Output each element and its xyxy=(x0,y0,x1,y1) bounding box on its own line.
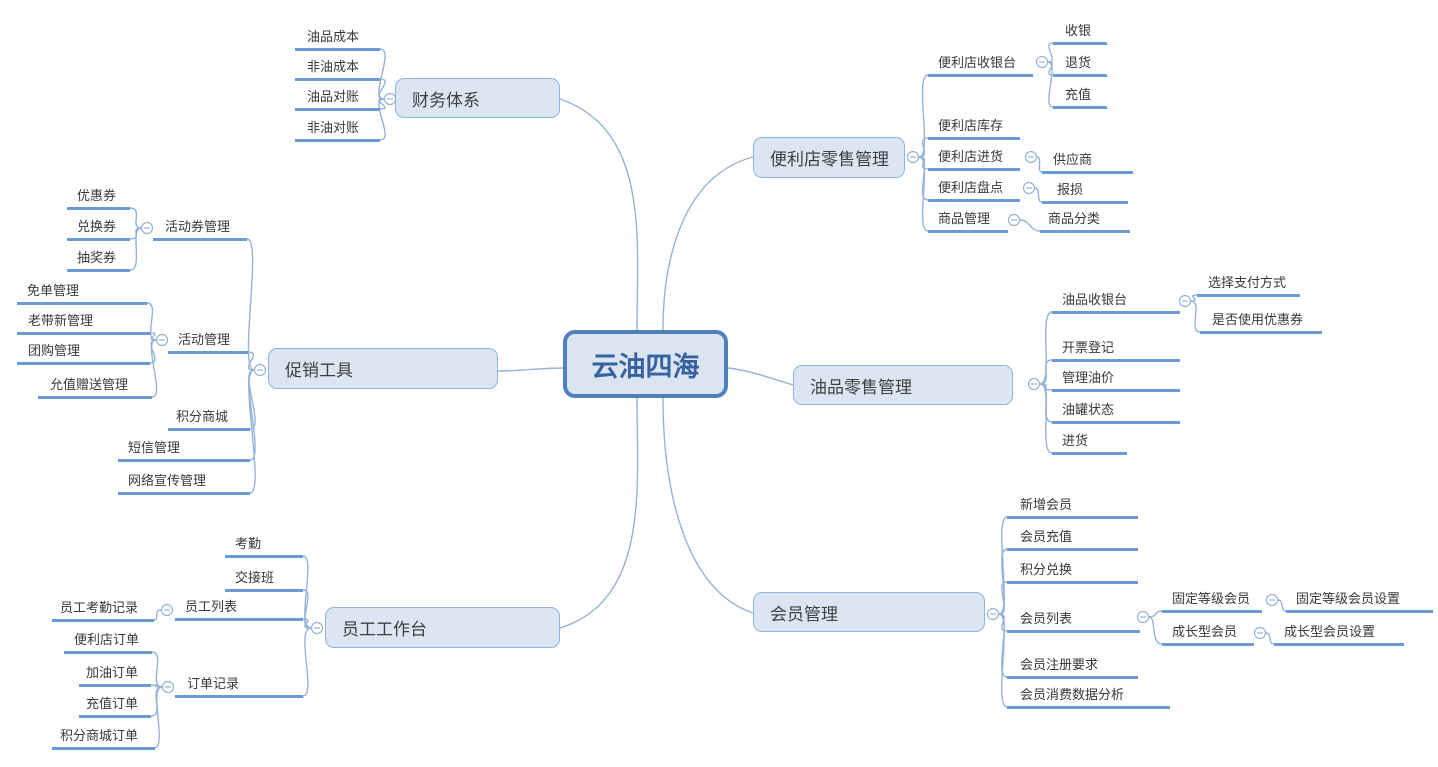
node-loss-report[interactable]: 报损 xyxy=(1042,182,1128,204)
minus-circle-icon[interactable] xyxy=(253,363,267,377)
branch-store-retail-mgmt[interactable]: 便利店零售管理 xyxy=(753,137,905,178)
node-add-member[interactable]: 新增会员 xyxy=(1007,497,1138,519)
node-suppliers[interactable]: 供应商 xyxy=(1042,152,1133,174)
node-discount-coupon[interactable]: 优惠券 xyxy=(67,188,130,210)
node-invoice-registration[interactable]: 开票登记 xyxy=(1052,340,1180,362)
node-store-stocktaking[interactable]: 便利店盘点 xyxy=(928,180,1020,202)
node-growth-member[interactable]: 成长型会员 xyxy=(1162,624,1254,646)
minus-circle-icon[interactable] xyxy=(1024,150,1038,164)
node-use-coupon[interactable]: 是否使用优惠券 xyxy=(1200,312,1322,334)
node-fixed-level-member[interactable]: 固定等级会员 xyxy=(1162,591,1262,613)
minus-circle-icon[interactable] xyxy=(310,621,324,635)
node-store-purchasing[interactable]: 便利店进货 xyxy=(928,149,1020,171)
node-member-list[interactable]: 会员列表 xyxy=(1007,611,1140,633)
minus-circle-icon[interactable] xyxy=(1178,294,1192,308)
node-sms-mgmt[interactable]: 短信管理 xyxy=(118,440,250,462)
minus-circle-icon[interactable] xyxy=(1035,55,1049,69)
node-purchasing[interactable]: 进货 xyxy=(1052,433,1127,455)
branch-oil-retail-mgmt[interactable]: 油品零售管理 xyxy=(793,365,1013,405)
branch-finance-system[interactable]: 财务体系 xyxy=(395,78,560,118)
node-lottery-coupon[interactable]: 抽奖券 xyxy=(67,250,130,272)
node-store-checkout[interactable]: 便利店收银台 xyxy=(928,55,1033,77)
node-returns[interactable]: 退货 xyxy=(1053,55,1107,77)
node-member-registration-requirements[interactable]: 会员注册要求 xyxy=(1007,657,1138,679)
node-cashier[interactable]: 收银 xyxy=(1053,23,1107,45)
node-tank-status[interactable]: 油罐状态 xyxy=(1052,402,1180,424)
central-topic[interactable]: 云油四海 xyxy=(563,330,728,398)
minus-circle-icon[interactable] xyxy=(161,680,175,694)
node-recharge[interactable]: 充值 xyxy=(1053,87,1107,109)
node-product-categories[interactable]: 商品分类 xyxy=(1040,211,1130,233)
branch-staff-workbench[interactable]: 员工工作台 xyxy=(325,607,560,648)
minus-circle-icon[interactable] xyxy=(1253,626,1267,640)
collapse-icons xyxy=(140,55,1279,694)
minus-circle-icon[interactable] xyxy=(1265,593,1279,607)
minus-circle-icon[interactable] xyxy=(1022,181,1036,195)
node-exchange-coupon[interactable]: 兑换券 xyxy=(67,219,130,241)
node-points-mall-orders[interactable]: 积分商城订单 xyxy=(52,728,155,750)
node-shift-handover[interactable]: 交接班 xyxy=(225,570,303,592)
node-recharge-orders[interactable]: 充值订单 xyxy=(79,696,151,718)
node-growth-member-settings[interactable]: 成长型会员设置 xyxy=(1274,624,1404,646)
node-staff-attendance-records[interactable]: 员工考勤记录 xyxy=(52,600,154,622)
node-staff-list[interactable]: 员工列表 xyxy=(175,599,303,621)
node-oil-cost[interactable]: 油品成本 xyxy=(295,29,380,51)
node-non-oil-reconciliation[interactable]: 非油对账 xyxy=(295,120,380,142)
minus-circle-icon[interactable] xyxy=(160,603,174,617)
minus-circle-icon[interactable] xyxy=(383,92,397,106)
minus-circle-icon[interactable] xyxy=(1136,610,1150,624)
node-free-order-mgmt[interactable]: 免单管理 xyxy=(17,283,147,305)
node-online-promo-mgmt[interactable]: 网络宣传管理 xyxy=(118,473,250,495)
branch-member-mgmt[interactable]: 会员管理 xyxy=(753,592,985,632)
minus-circle-icon[interactable] xyxy=(1007,213,1021,227)
node-points-mall[interactable]: 积分商城 xyxy=(168,409,250,431)
node-coupon-mgmt[interactable]: 活动券管理 xyxy=(153,219,247,241)
minus-circle-icon[interactable] xyxy=(986,607,1000,621)
node-payment-method[interactable]: 选择支付方式 xyxy=(1197,275,1300,297)
node-non-oil-cost[interactable]: 非油成本 xyxy=(295,59,380,81)
node-member-consumption-analysis[interactable]: 会员消费数据分析 xyxy=(1007,687,1170,709)
node-order-records[interactable]: 订单记录 xyxy=(175,676,303,698)
node-points-exchange[interactable]: 积分兑换 xyxy=(1007,562,1138,584)
connector-curves xyxy=(129,42,1287,749)
node-group-buy-mgmt[interactable]: 团购管理 xyxy=(17,343,150,365)
node-attendance[interactable]: 考勤 xyxy=(225,536,303,558)
node-member-recharge[interactable]: 会员充值 xyxy=(1007,529,1138,551)
minus-circle-icon[interactable] xyxy=(155,333,169,347)
minus-circle-icon[interactable] xyxy=(906,150,920,164)
node-product-mgmt[interactable]: 商品管理 xyxy=(928,211,1008,233)
minus-circle-icon[interactable] xyxy=(140,221,154,235)
node-fuel-orders[interactable]: 加油订单 xyxy=(79,665,151,687)
node-fixed-level-member-settings[interactable]: 固定等级会员设置 xyxy=(1286,591,1433,613)
node-store-inventory[interactable]: 便利店库存 xyxy=(928,118,1020,140)
node-oil-checkout[interactable]: 油品收银台 xyxy=(1052,292,1180,314)
branch-promotion-tools[interactable]: 促销工具 xyxy=(268,348,498,389)
node-activity-mgmt[interactable]: 活动管理 xyxy=(168,332,248,354)
node-oil-reconciliation[interactable]: 油品对账 xyxy=(295,89,380,111)
node-recharge-gift-mgmt[interactable]: 允值赠送管理 xyxy=(38,377,152,399)
node-referral-mgmt[interactable]: 老带新管理 xyxy=(17,313,150,335)
minus-circle-icon[interactable] xyxy=(1027,377,1041,391)
node-oil-price-mgmt[interactable]: 管理油价 xyxy=(1052,370,1180,392)
node-store-orders[interactable]: 便利店订单 xyxy=(64,632,152,654)
